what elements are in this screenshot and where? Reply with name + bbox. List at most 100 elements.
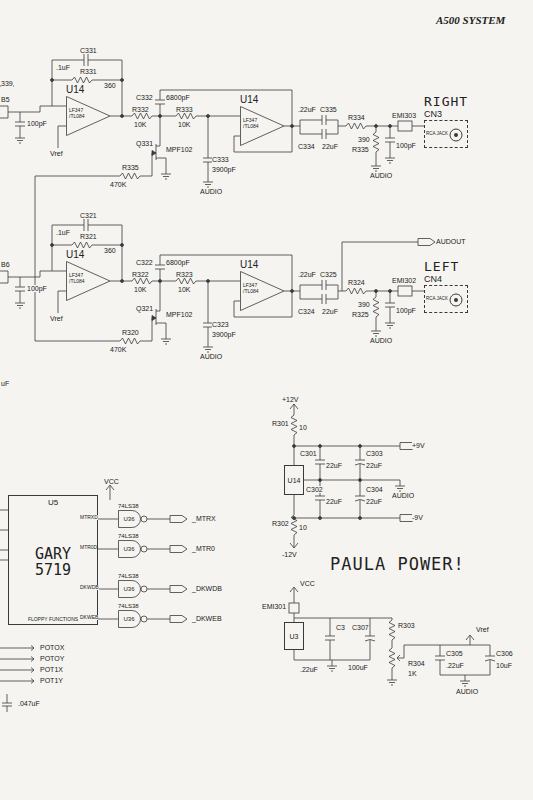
part-label: .22uF — [298, 271, 316, 278]
schematic-stroke — [291, 415, 297, 435]
schematic-stroke — [152, 151, 156, 156]
op-amp: U14LF347 /TL084 — [66, 84, 112, 136]
part-label: _MTR0 — [192, 545, 215, 552]
part-label: AUDIO — [370, 172, 392, 179]
rca-jack: LEFTCN4RCA JACK — [424, 259, 478, 313]
part-label: POTOY — [40, 655, 64, 662]
part-label: 10K — [178, 286, 190, 293]
schematic-stroke — [0, 646, 34, 684]
part-label: C304 — [366, 486, 383, 493]
part-label: 390 — [358, 136, 370, 143]
part-label: AUDIO — [456, 688, 478, 695]
part-label: R324 — [348, 279, 365, 286]
part-label: uF — [1, 380, 9, 387]
rca-jack: RIGHTCN3RCA JACK — [424, 94, 478, 148]
jack-symbol — [448, 292, 464, 308]
part-label: 390 — [358, 301, 370, 308]
part-label: 100uF — [348, 664, 368, 671]
part-label: AUDIO — [370, 337, 392, 344]
schematic-stroke — [207, 115, 210, 118]
part-text: U36 — [119, 546, 139, 552]
part-label: .22uF — [446, 662, 464, 669]
part-label: 3900pF — [212, 166, 236, 173]
schematic-stroke — [375, 125, 378, 128]
part-label: 10uF — [496, 662, 512, 669]
op-amp: U14LF347 /TL084 — [240, 259, 286, 311]
part-text: 74LS38 — [118, 602, 152, 610]
signal-wire — [98, 619, 118, 620]
part-label: Q321 — [136, 305, 153, 312]
channel-wiring — [0, 54, 424, 187]
part-label: C305 — [446, 650, 463, 657]
gate-symbol — [118, 540, 152, 558]
schematic-stroke — [346, 123, 366, 129]
jack-outline: RCA JACK — [424, 285, 468, 313]
part-label: 22uF — [326, 498, 342, 505]
schematic-stroke — [397, 635, 490, 661]
part-label: EMI303 — [392, 112, 416, 119]
schematic-stroke — [51, 79, 54, 82]
part-text: U36 — [119, 616, 139, 622]
schematic-stroke — [121, 79, 124, 82]
schematic-stroke — [359, 479, 362, 482]
part-text: GARY 5719 — [23, 546, 83, 578]
ic-box: U3 — [284, 622, 304, 650]
part-label: 22uF — [322, 143, 338, 150]
schematic-stroke — [290, 587, 392, 660]
part-text: RCA JACK — [425, 296, 448, 301]
part-text: 74LS38 — [118, 502, 152, 510]
part-label: DKWDB — [80, 585, 99, 590]
jack-symbol — [448, 127, 464, 143]
schematic-stroke — [395, 480, 405, 491]
schematic-stroke — [132, 113, 152, 119]
schematic-stroke — [147, 519, 170, 619]
op-amp: U14LF347 /TL084 — [240, 94, 286, 146]
part-text: 74LS38 — [118, 532, 152, 540]
schematic-stroke — [35, 116, 166, 176]
part-label: R301 — [272, 420, 289, 427]
part-text: CN3 — [424, 109, 478, 120]
part-label: C302 — [306, 486, 323, 493]
part-label: AUDIO — [200, 188, 222, 195]
part-label: 22uF — [366, 498, 382, 505]
part-label: R335 — [352, 146, 369, 153]
part-label: 6800pF — [166, 259, 190, 266]
schematic-stroke — [110, 116, 240, 117]
part-label: AUDIO — [392, 492, 414, 499]
part-label: C334 — [298, 143, 315, 150]
schematic-stroke — [435, 645, 495, 675]
part-label: B6 — [1, 261, 10, 268]
part-label: C333 — [212, 156, 229, 163]
part-text: FLOPPY FUNCTIONS — [28, 616, 78, 622]
schematic-stroke — [170, 586, 187, 593]
schematic-stroke — [327, 660, 337, 671]
part-label: 10K — [134, 121, 146, 128]
part-label: R332 — [132, 106, 149, 113]
part-label: POTOX — [40, 644, 64, 651]
part-label: C322 — [136, 259, 153, 266]
schematic-stroke — [359, 445, 362, 448]
signal-wire — [98, 589, 118, 590]
schematic-stroke — [15, 132, 25, 143]
part-label: R302 — [272, 520, 289, 527]
part-text: LF347 /TL084 — [69, 107, 91, 119]
schematic-stroke — [398, 121, 412, 131]
op-amp: U14LF347 /TL084 — [66, 249, 112, 301]
ic-box: U14 — [284, 465, 304, 495]
schematic-stroke — [418, 239, 435, 246]
schematic-stroke — [385, 152, 395, 163]
part-label: Vref — [50, 315, 63, 322]
part-text: LEFT — [424, 259, 478, 274]
nand-gate: 74LS38U36 — [118, 572, 152, 598]
schematic-stroke — [155, 90, 300, 152]
schematic-stroke — [389, 620, 395, 640]
part-label: MTR0D — [80, 545, 97, 550]
part-label: .1uF — [56, 64, 70, 71]
part-label: C323 — [212, 321, 229, 328]
part-label: VCC — [104, 478, 119, 485]
schematic-stroke — [293, 445, 296, 448]
part-label: 470K — [110, 346, 126, 353]
schematic-stroke — [373, 132, 379, 152]
schematic-stroke — [289, 603, 299, 613]
part-label: MPF102 — [166, 146, 192, 153]
